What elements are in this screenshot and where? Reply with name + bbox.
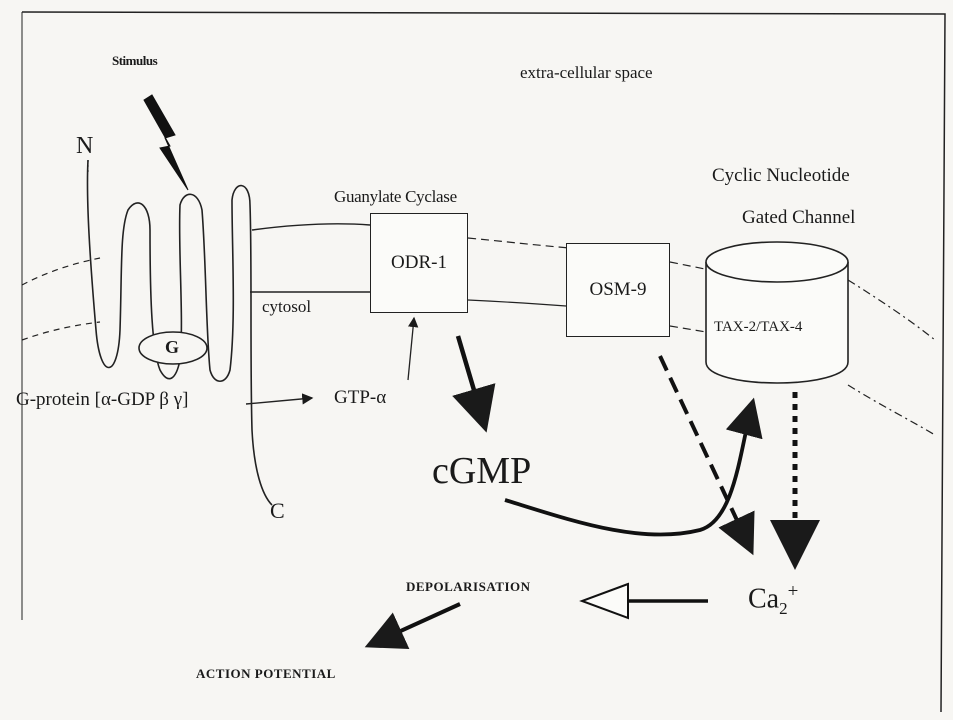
membrane-lower-right <box>670 326 706 332</box>
membrane-upper <box>22 258 100 285</box>
calcium-base: Ca <box>748 583 779 614</box>
cgmp-label: cGMP <box>432 452 531 490</box>
stimulus-bolt-icon <box>144 95 188 190</box>
arrow-depol-to-action <box>372 604 460 644</box>
membrane-lower-mid <box>468 300 566 306</box>
channel-cylinder <box>706 242 848 383</box>
arrow-osm9-to-ca <box>660 356 750 548</box>
gtp-label: GTP-α <box>334 388 386 407</box>
stimulus-label: Stimulus <box>112 54 157 67</box>
membrane-lower-far <box>848 385 935 435</box>
arrow-odr1-to-cgmp <box>458 336 484 424</box>
arrow-ca-to-depol-head <box>582 584 628 618</box>
odr1-label: ODR-1 <box>391 252 447 274</box>
depolarisation-label: DEPOLARISATION <box>406 580 531 593</box>
arrow-gprotein-to-gtp <box>246 398 312 404</box>
arrow-gtp-to-odr1 <box>408 318 414 380</box>
tax-label: TAX-2/TAX-4 <box>714 320 802 335</box>
osm9-box: OSM-9 <box>566 243 670 337</box>
gprotein-label: G-protein [α-GDP β γ] <box>16 390 188 409</box>
extracellular-label: extra-cellular space <box>520 64 653 81</box>
osm9-label: OSM-9 <box>589 279 646 301</box>
membrane-upper-right <box>670 262 710 270</box>
calcium-superscript: + <box>788 581 799 602</box>
cytosol-label: cytosol <box>262 298 311 315</box>
calcium-subscript: 2 <box>779 599 788 618</box>
channel-title-line1: Cyclic Nucleotide <box>712 166 850 185</box>
calcium-label: Ca2+ <box>748 582 798 617</box>
channel-title-line2: Gated Channel <box>742 208 855 227</box>
action-potential-label: ACTION POTENTIAL <box>196 667 336 680</box>
odr1-box: ODR-1 <box>370 213 468 313</box>
membrane-upper-solid <box>252 224 370 230</box>
guanylate-cyclase-label: Guanylate Cyclase <box>334 188 457 205</box>
n-terminus-label: N <box>76 134 93 158</box>
membrane-lower <box>22 322 100 340</box>
c-terminus-label: C <box>270 500 285 522</box>
membrane-upper-far <box>848 280 935 340</box>
g-label: G <box>165 338 179 356</box>
